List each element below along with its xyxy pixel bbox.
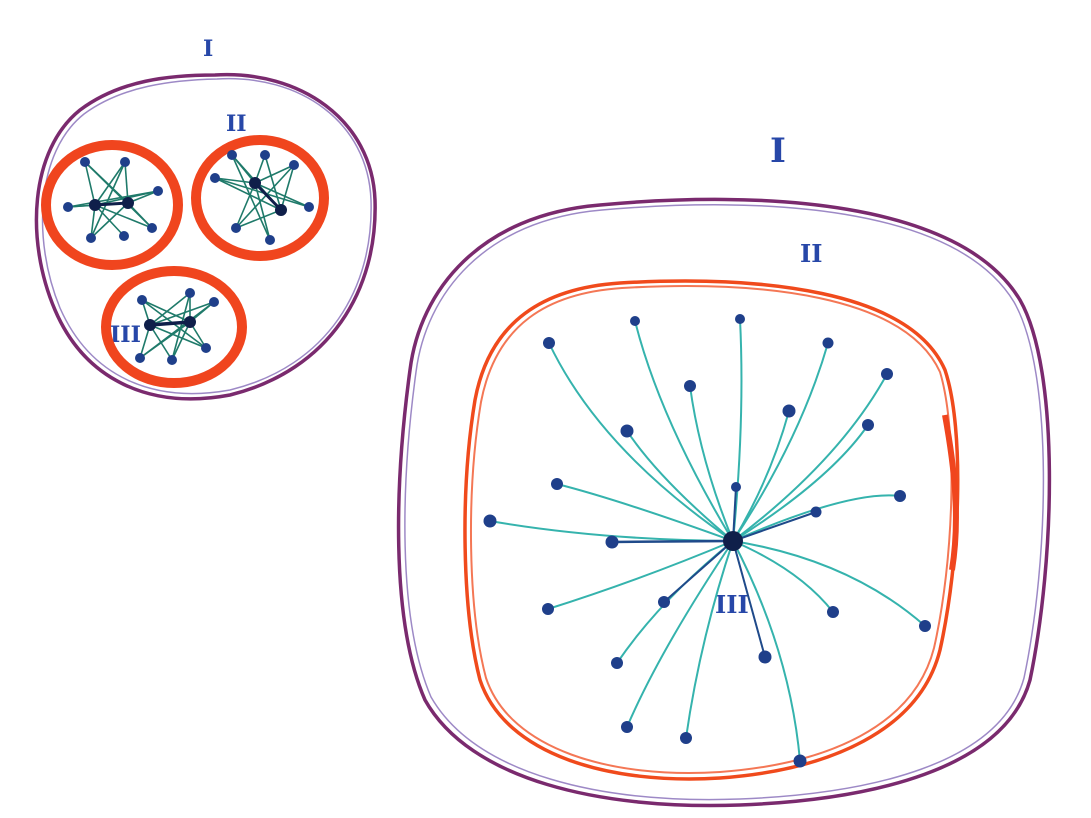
large-outer-ring <box>396 197 1052 808</box>
large-inner-ring-2 <box>470 285 953 774</box>
small-system: I II III <box>34 36 377 401</box>
cluster-top-right-nodes <box>210 150 314 245</box>
large-star-nodes <box>483 314 931 768</box>
large-star-edges <box>489 318 926 762</box>
small-level-2-label: II <box>226 111 247 137</box>
small-outer-ring-shadow <box>41 77 372 395</box>
small-level-1-label: I <box>203 36 213 62</box>
cluster-top-left-ring <box>41 140 183 270</box>
large-level-3-label: III <box>715 590 749 619</box>
cluster-top-right-ring <box>191 135 329 261</box>
cluster-bottom-ring <box>101 266 247 388</box>
large-outer-ring-shadow <box>404 204 1045 801</box>
cluster-bottom <box>101 266 247 388</box>
cluster-top-left-nodes <box>63 157 163 243</box>
large-level-2-label: II <box>800 239 822 268</box>
small-level-3-label: III <box>110 322 141 348</box>
cluster-bottom-nodes <box>135 288 219 365</box>
small-outer-ring <box>34 72 377 401</box>
cluster-top-left <box>41 140 183 270</box>
large-level-1-label: I <box>770 131 786 171</box>
cluster-top-left-edges <box>67 161 159 239</box>
large-inner-ring-accent <box>942 414 959 571</box>
cluster-top-right <box>191 135 329 261</box>
large-system: I II III <box>396 131 1052 808</box>
large-inner-ring <box>463 279 960 781</box>
